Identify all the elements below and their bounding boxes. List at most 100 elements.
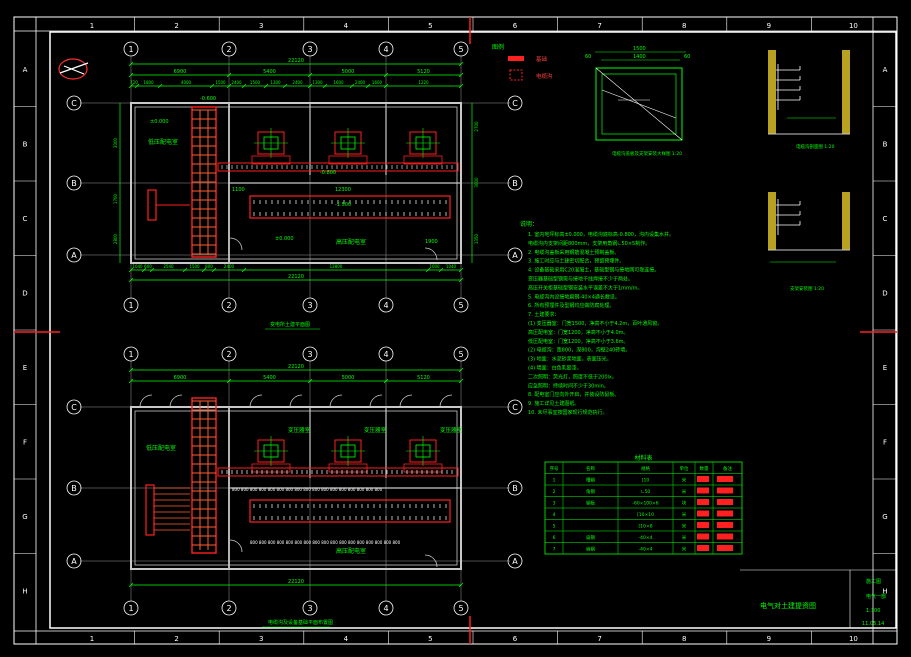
axis-bubble	[302, 41, 318, 57]
border-number: 9	[767, 635, 771, 643]
table-cell: -40×4	[639, 547, 653, 553]
scale: 1:100	[866, 608, 880, 614]
axis-bubble	[378, 346, 394, 362]
table-cell: 3	[553, 501, 556, 507]
axis-bubble	[66, 553, 82, 569]
note-line: 10. 未尽事宜按国家现行规范执行。	[528, 409, 608, 416]
legend: 图例 基础 电缆沟	[492, 43, 553, 81]
border-number: 3	[259, 22, 263, 30]
border-number: 3	[259, 635, 263, 643]
axis-bubble	[123, 297, 139, 313]
transformer-base-1	[251, 436, 291, 473]
dim-label: 1700	[113, 193, 118, 204]
table-cell: 块	[682, 500, 687, 507]
axis-bubble	[221, 41, 237, 57]
table-cell: [10	[642, 478, 650, 484]
transformer-base-2	[328, 436, 368, 473]
plan2-trans-1: 变压器室	[288, 426, 311, 434]
axis-number: 5	[458, 301, 463, 310]
axis-bubble	[507, 95, 523, 111]
table-cell: 米	[682, 546, 687, 553]
axis-number: 5	[458, 604, 463, 613]
drawing-name: 电气对土建提资图	[760, 601, 816, 610]
door-swing	[424, 554, 438, 568]
qty-marker	[697, 545, 709, 551]
table-header: 备注	[723, 465, 732, 472]
table-header: 规格	[641, 465, 650, 472]
plan2-vertical-trench	[191, 397, 217, 554]
dim-label: 720	[130, 80, 138, 85]
axis-letter: C	[71, 99, 77, 108]
table-header: 名称	[586, 465, 595, 472]
plan1-room-high: 高压配电室	[336, 238, 366, 246]
note-line: 5. 电缆沟内设接地扁钢-40×4通长敷设。	[528, 293, 620, 300]
dim-label: 22120	[288, 579, 304, 585]
plan1-room-low: 低压配电室	[148, 138, 178, 146]
axis-bubble	[123, 346, 139, 362]
axis-bubble	[221, 297, 237, 313]
axis-letter: C	[512, 99, 518, 108]
table-cell: 扁钢	[586, 546, 595, 553]
note-line: 电缆沟内支架间距800mm，支架用角钢∟50×5制作。	[528, 240, 650, 247]
border-letter: G	[22, 513, 27, 521]
dim-label: 1800	[143, 80, 154, 85]
dim-label: 2700	[474, 121, 479, 132]
date: 11.05.14	[862, 621, 884, 627]
axis-bubble	[453, 297, 469, 313]
notes-heading: 说明：	[520, 220, 538, 228]
axis-bubble	[507, 399, 523, 415]
door-swing	[399, 394, 413, 408]
axis-number: 2	[226, 301, 231, 310]
note-line: 变压器基础型钢需与接地干线焊接不少于两处。	[528, 276, 633, 283]
dim-label: 60	[585, 54, 591, 60]
note-line: (2) 电缆沟：宽800，深800，沟壁240砖墙。	[528, 347, 630, 354]
door-swing	[369, 394, 383, 408]
dim-label: 6900	[174, 375, 187, 381]
dim-label: 22120	[288, 274, 304, 280]
axis-number: 5	[458, 350, 463, 359]
axis-number: 3	[307, 604, 312, 613]
plan1-horizontal-trench	[249, 195, 451, 219]
axis-bubble	[66, 175, 82, 191]
dim-label: 22120	[288, 364, 304, 370]
note-line: 8. 配电室门应向外开启，并装设防鼠板。	[528, 391, 619, 398]
detail-trench-section: 电缆沟剖面图 1:20	[768, 50, 850, 150]
elev-mark: -1.500	[335, 202, 351, 208]
qty-marker	[697, 476, 709, 482]
plan1-transformer-foundations	[251, 128, 443, 165]
dim-label: 5120	[417, 375, 430, 381]
dim-label: 2400	[231, 80, 242, 85]
note-line: 2. 电缆沟盖板采用钢筋混凝土预制盖板。	[528, 249, 619, 256]
border-letter: G	[882, 513, 887, 521]
dim-label: 800	[205, 264, 213, 269]
dim-label: 5120	[417, 69, 430, 75]
table-cell: 4	[553, 512, 556, 518]
remark-marker	[717, 533, 733, 540]
axis-letter: A	[71, 251, 77, 260]
axis-bubble	[507, 247, 523, 263]
plan2-trans-3: 变压器室	[440, 426, 463, 434]
axis-number: 3	[307, 301, 312, 310]
design-notes: 说明： 1. 室内地坪标高±0.000，电缆沟底标高-0.800，沟内设集水井。…	[520, 220, 674, 416]
legend-swatch-foundation	[508, 56, 524, 61]
dim-label: 2400	[292, 80, 303, 85]
dim-label: 2400	[224, 264, 235, 269]
border-letter: F	[883, 439, 887, 447]
table-cell: 钢板	[586, 500, 595, 507]
legend-swatch-trench	[509, 69, 523, 81]
note-line: (4) 墙面：白色乳胶漆。	[528, 365, 582, 372]
axis-letter: A	[512, 557, 518, 566]
border-number: 7	[597, 635, 601, 643]
border-number: 2	[174, 22, 178, 30]
table-cell: 米	[682, 488, 687, 495]
axis-bubble	[66, 480, 82, 496]
axis-number: 1	[128, 604, 133, 613]
table-cell: -40×4	[639, 535, 653, 541]
axis-number: 4	[383, 350, 388, 359]
axis-number: 1	[128, 350, 133, 359]
note-line: 6. 所有预埋件及型钢均应做防腐处理。	[528, 302, 614, 309]
border-number: 1	[90, 22, 94, 30]
table-cell: 1	[553, 478, 556, 484]
detail-bracket-install: 支架安装图 1:20	[768, 192, 850, 292]
